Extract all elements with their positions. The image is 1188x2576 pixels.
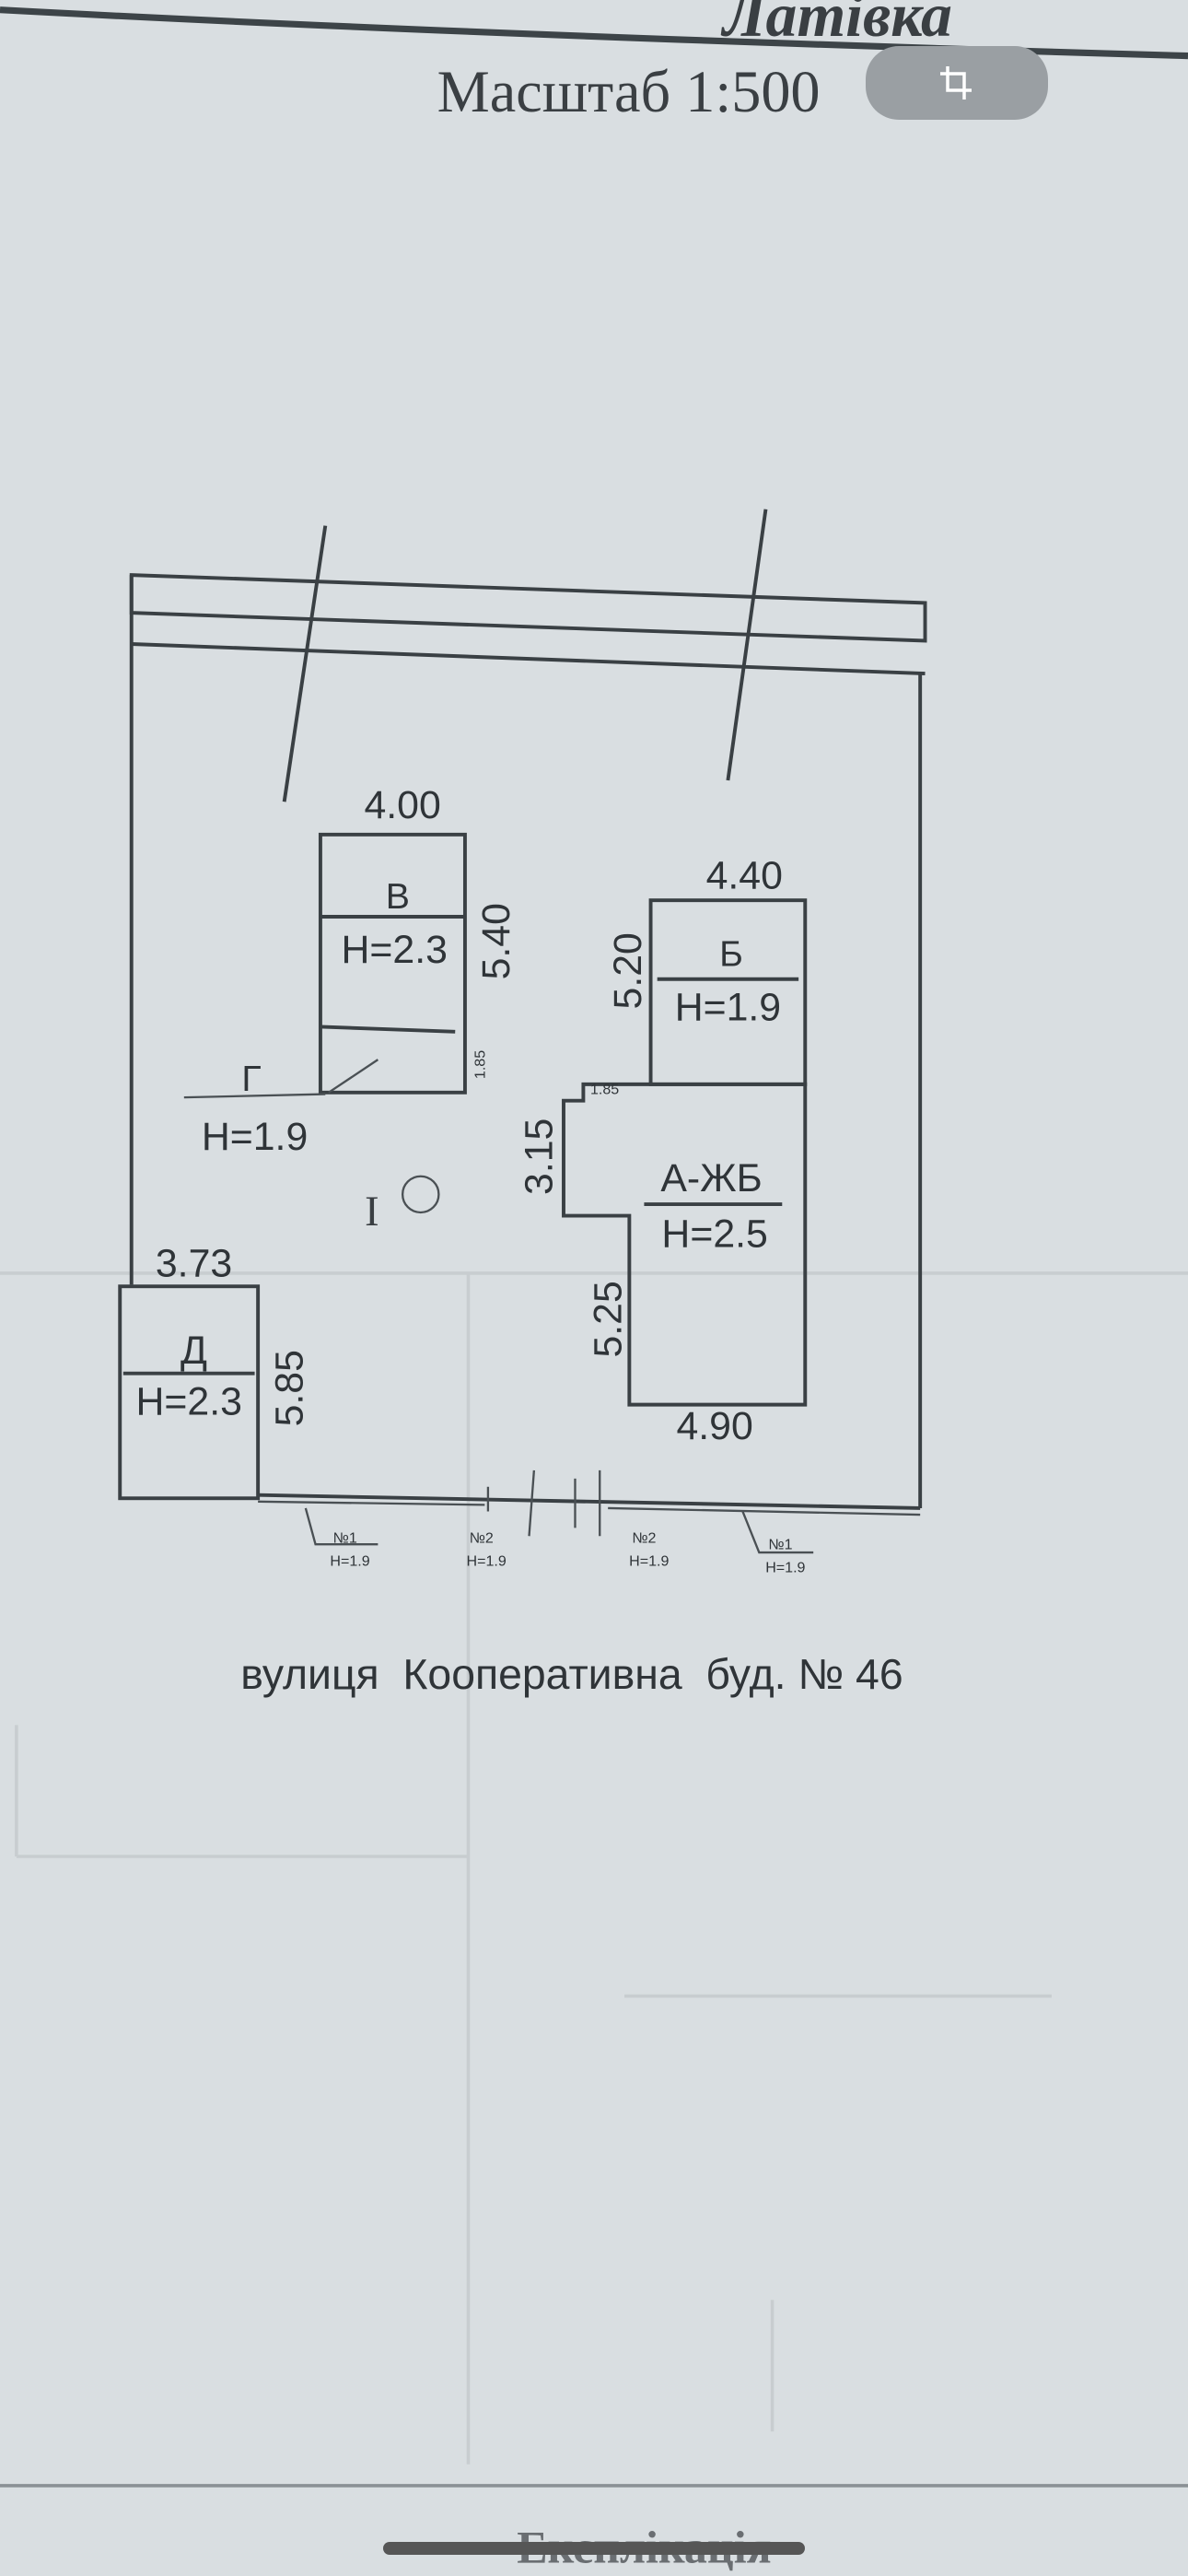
structure-g: Г Н=1.9 — [183, 1059, 326, 1159]
building-d: Д Н=2.3 3.73 5.85 — [118, 1242, 311, 1501]
document-buildings-d-length: 5.85 — [267, 1350, 311, 1426]
crop-icon — [940, 66, 972, 100]
scale-label: Масштаб 1:500 — [437, 59, 821, 124]
document-fences-3-num: №1 — [768, 1537, 792, 1553]
document-buildings-v-height: Н=2.3 — [341, 928, 447, 972]
document-buildings-g-height: Н=1.9 — [202, 1115, 308, 1159]
document-buildings-v-width: 4.00 — [364, 783, 440, 827]
document-buildings-d-height: Н=2.3 — [135, 1379, 241, 1423]
crop-button[interactable] — [866, 46, 1048, 120]
village-name: Латівка — [720, 0, 952, 50]
document-buildings-b-label: Б — [719, 934, 743, 975]
document-buildings-a-label: А-ЖБ — [660, 1156, 762, 1200]
document-fences-2-height: Н=1.9 — [629, 1552, 669, 1569]
building-b: Б Н=1.9 4.40 5.20 — [606, 854, 808, 1086]
document-buildings-b-height: Н=1.9 — [675, 985, 781, 1029]
plot-marker: I — [365, 1175, 440, 1235]
home-indicator[interactable] — [383, 2542, 805, 2555]
document-fences-2-num: №2 — [632, 1529, 656, 1546]
document-buildings-v-length: 5.40 — [474, 903, 518, 979]
building-a: А-ЖБ Н=2.5 3.15 5.25 4.90 1.85 — [517, 1082, 808, 1448]
document-buildings-b-width: 4.40 — [706, 854, 783, 898]
document-buildings-v-label: В — [386, 876, 410, 917]
document-fences-1-height: Н=1.9 — [466, 1552, 506, 1569]
document-buildings-v-small: 1.85 — [472, 1050, 488, 1079]
document-buildings-g-label: Г — [241, 1059, 261, 1099]
document-buildings-a-height: Н=2.5 — [661, 1212, 767, 1256]
document-fences-0-height: Н=1.9 — [330, 1552, 369, 1569]
document-buildings-d-width: 3.73 — [156, 1242, 232, 1286]
document-buildings-a-side1: 3.15 — [517, 1118, 561, 1195]
building-v: В Н=2.3 4.00 5.40 1.85 — [318, 783, 518, 1095]
bleed-through-lines — [0, 1271, 1188, 2465]
plot-boundary — [129, 509, 927, 1516]
document-buildings-a-side2: 5.25 — [586, 1281, 630, 1357]
document-fences-1-num: №2 — [470, 1529, 494, 1546]
street-caption: вулиця Кооперативна буд. № 46 — [240, 1650, 903, 1698]
document-buildings-a-small: 1.85 — [590, 1082, 619, 1098]
document-plot_marker: I — [365, 1188, 379, 1235]
fence-labels: №1 Н=1.9 №2 Н=1.9 №2 Н=1.9 №1 Н=1.9 — [304, 1469, 814, 1575]
document-fences-0-num: №1 — [333, 1529, 357, 1546]
document-buildings-d-label: Д — [181, 1329, 207, 1373]
document-buildings-b-length: 5.20 — [606, 932, 650, 1009]
document-fences-3-height: Н=1.9 — [765, 1559, 805, 1575]
document-buildings-a-width: 4.90 — [676, 1404, 752, 1448]
